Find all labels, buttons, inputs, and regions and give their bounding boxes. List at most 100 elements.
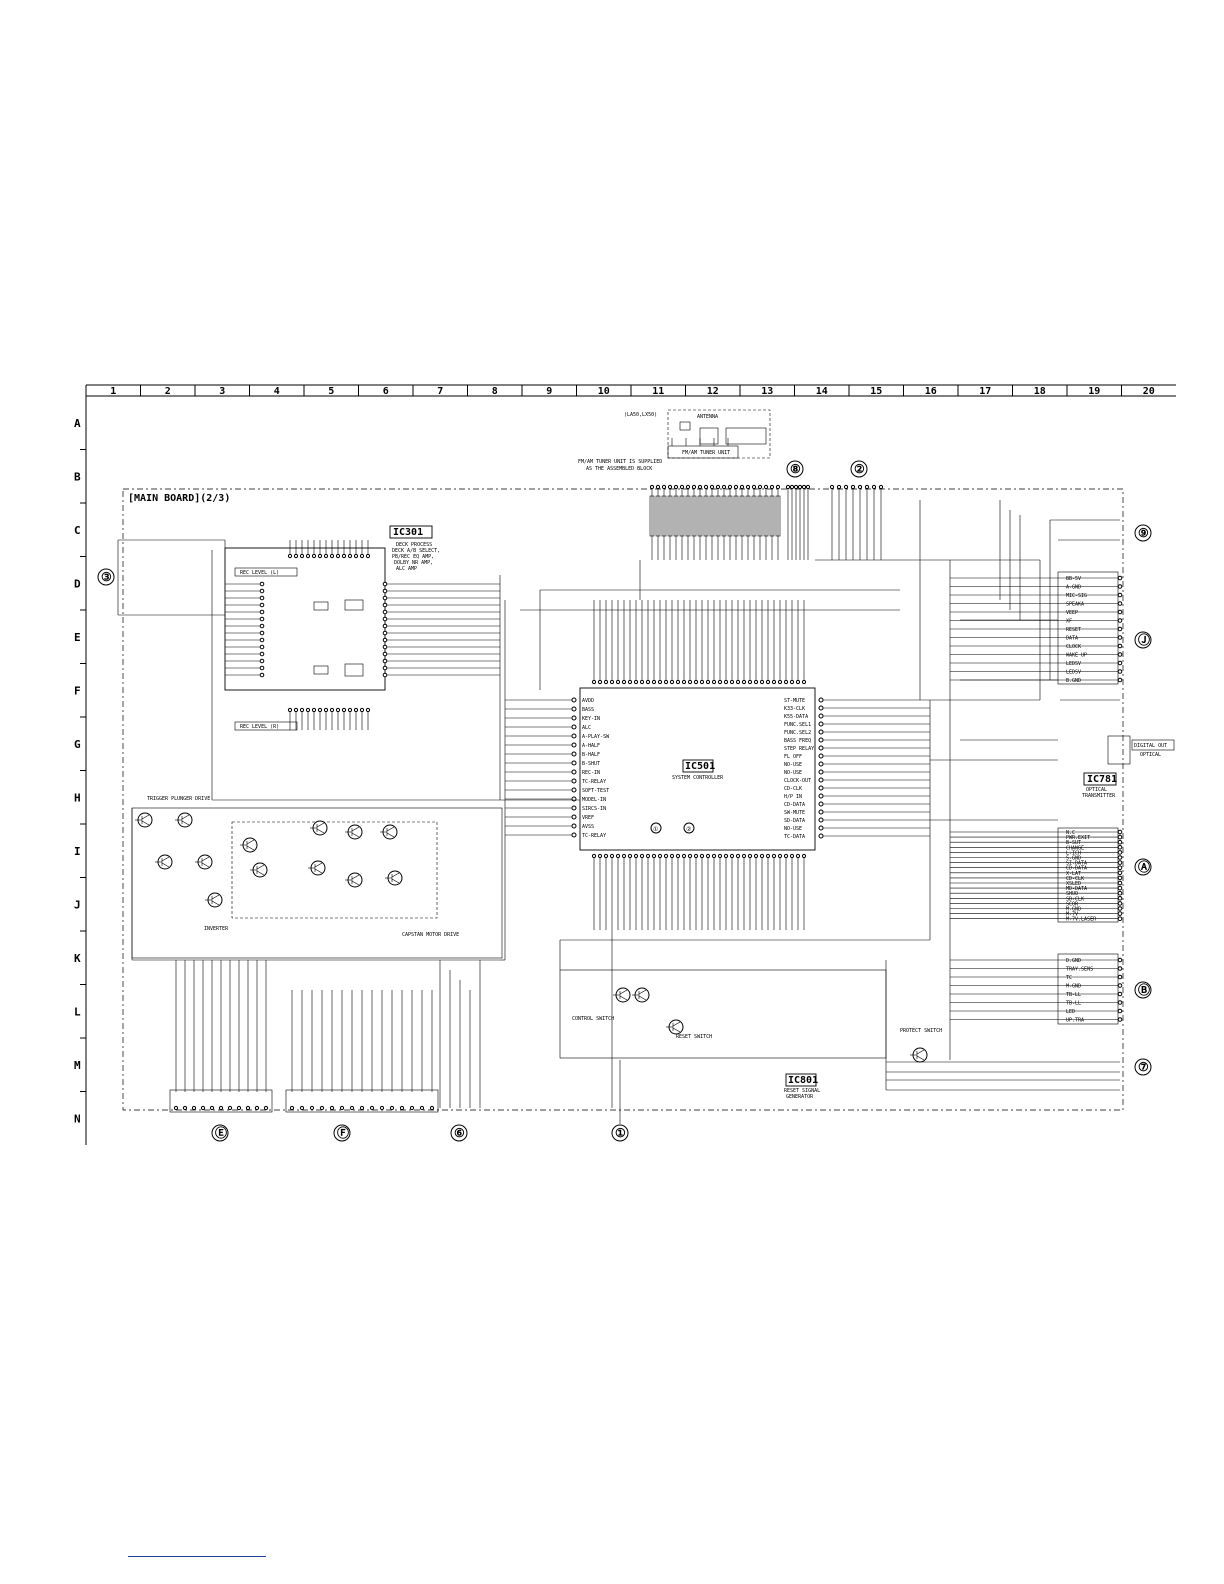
ic501-left-pin-label: KEY-IN (582, 716, 600, 722)
connector-a-pin (1117, 845, 1123, 850)
grid-column-18: 18 (1034, 386, 1046, 397)
tuner-pin (685, 484, 691, 490)
tuner-pin (679, 484, 685, 490)
ic501-right-pin (818, 777, 824, 783)
ic301-pin (259, 588, 265, 594)
connector-e-pin (227, 1105, 233, 1111)
ic301-pin (293, 553, 299, 559)
grid-column-8: 8 (492, 386, 498, 397)
connector-a-pin (1117, 896, 1123, 901)
connector-b-pin-label: TB-LL (1066, 1001, 1081, 1007)
connector-a-pin-label: CHANGE (1066, 845, 1084, 851)
tuner-pin (667, 484, 673, 490)
ic501-bottom-pins (591, 853, 807, 930)
ic301-pin (259, 609, 265, 615)
ic801: IC801 RESET SIGNAL GENERATOR (784, 1073, 820, 1100)
capstan-label: CAPSTAN MOTOR DRIVE (402, 932, 459, 938)
ic501-top-pin (633, 679, 639, 685)
transistors (135, 812, 928, 1063)
ic501-bottom-pin (651, 853, 657, 859)
ic301-pin (305, 553, 311, 559)
tuner-pin (745, 484, 751, 490)
main-board-boundary (122, 488, 1124, 1111)
ic501-top-pin (801, 679, 807, 685)
connector-8-pin (805, 484, 811, 490)
tuner-pin (703, 484, 709, 490)
ic501-left-pins: AVDDBASSKEY-INALCA-PLAY-SWA-HALFB-HALFB-… (505, 697, 610, 839)
tuner-pin (697, 484, 703, 490)
ic301-pin (259, 637, 265, 643)
connector-8-pin (789, 484, 795, 490)
ic301-pin (341, 553, 347, 559)
ic301-pin (382, 658, 388, 664)
footer-rule (128, 1556, 266, 1557)
ic501-bottom-pin (699, 853, 705, 859)
ic501-top-pin (747, 679, 753, 685)
rec-level-a-label: REC LEVEL (L) (240, 570, 279, 576)
ic501-left-pin (571, 751, 577, 757)
connector-j-pin-label: A-GND (1066, 585, 1081, 591)
ic501: IC501 SYSTEM CONTROLLER (579, 687, 816, 851)
ic501-top-pin (609, 679, 615, 685)
connector-f-pin (309, 1105, 315, 1111)
ic501-right-pin-label: NO-USE (784, 762, 802, 768)
ic501-top-pin (627, 679, 633, 685)
connector-1: ① (615, 1126, 626, 1140)
connector-j-pin (1117, 618, 1123, 623)
connector-a-pins: N.CPWR.EXITB-SUTCHANGEL-ICHS-GNDSI-DATAC… (950, 829, 1123, 923)
ic501-right-pin (818, 737, 824, 743)
connector-b-pin (1117, 974, 1123, 980)
ic501-bottom-pin (747, 853, 753, 859)
connector-f-pins (289, 990, 435, 1111)
ic501-bottom-pin (753, 853, 759, 859)
grid-row-F: F (74, 684, 81, 697)
ic501-top-pin (783, 679, 789, 685)
connector-a-pin-label: SCOR (1066, 901, 1079, 907)
connector-b-pin (1117, 966, 1123, 971)
connector-a-pin (1117, 870, 1123, 876)
connector-b-pin (1117, 957, 1123, 963)
test-point-1: ① (653, 826, 658, 833)
ic501-right-pin-label: SD-DATA (784, 818, 805, 824)
ic501-right-pin-label: H/P IN (784, 794, 802, 800)
ic501-top-pin (717, 679, 723, 685)
connector-8-pin (793, 484, 799, 490)
tuner-pin (763, 484, 769, 490)
ic501-right-pin-label: TC-DATA (784, 834, 805, 840)
connector-a-pin-label: X-LAT (1066, 871, 1081, 877)
ic501-top-pin (759, 679, 765, 685)
reset-section: CONTROL SWITCH RESET SWITCH PROTECT SWIT… (559, 969, 942, 1059)
ic501-bottom-pin (591, 853, 597, 859)
ic501-bottom-pin (633, 853, 639, 859)
connector-b-pin (1117, 1008, 1123, 1014)
connector-e-pin (191, 1105, 197, 1111)
ic501-left-pin-label: ALC (582, 725, 591, 731)
ic501-right-pin (818, 697, 824, 703)
connector-b-pin (1117, 991, 1123, 997)
grid-column-6: 6 (383, 386, 389, 397)
connector-j-pins: BB-5VA-GNDMIC-SIGSPEAKAVEEPXFRESETDATACL… (950, 575, 1123, 684)
grid-row-K: K (74, 952, 81, 965)
ic301-pin (382, 672, 388, 678)
ic501-right-pin (818, 753, 824, 759)
connector-e-pin (218, 1105, 224, 1111)
ic501-right-pin (818, 721, 824, 727)
connector-a-pin (1117, 839, 1123, 845)
ic501-left-pin (571, 742, 577, 748)
ic501-left-pin-label: MODEL-IN (582, 797, 606, 803)
connector-a-pin-label: SI-DATA (1066, 861, 1087, 867)
connector-j: Ⓙ (1138, 632, 1150, 647)
ic501-label: IC501 (685, 761, 715, 772)
grid-column-2: 2 (165, 386, 171, 397)
ic501-top-pin (681, 679, 687, 685)
grid-column-12: 12 (707, 386, 719, 397)
grid-column-11: 11 (652, 386, 664, 397)
connector-a-pin-label: MD-DATA (1066, 886, 1087, 892)
ic501-right-pin-label: FUNC.SEL1 (784, 722, 811, 728)
ic501-bottom-pin (687, 853, 693, 859)
ic501-bottom-pin (603, 853, 609, 859)
ic501-left-pin-label: B-SHUT (582, 761, 600, 767)
ic501-top-pin (597, 679, 603, 685)
connector-f-pin (369, 1105, 375, 1111)
